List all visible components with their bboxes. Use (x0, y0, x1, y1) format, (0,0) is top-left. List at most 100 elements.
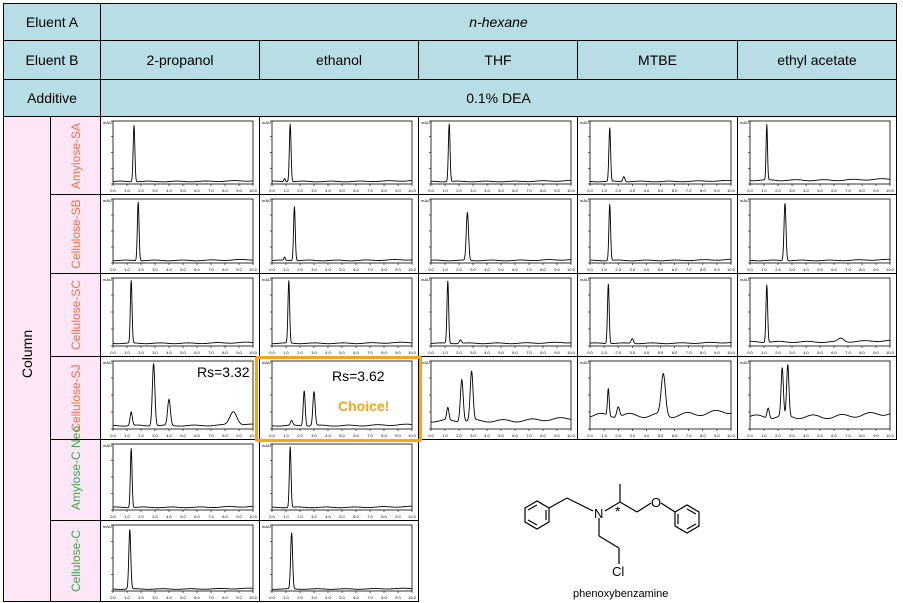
x-tick-label: 8.0 (859, 350, 865, 355)
x-tick-label: 8.0 (540, 433, 546, 438)
x-tick-label: 2.0 (456, 433, 462, 438)
x-tick-label: 7.0 (367, 595, 373, 600)
x-tick-label: 7.0 (208, 267, 214, 272)
chromatogram-trace (430, 123, 571, 183)
x-tick-label: 1.0 (442, 188, 448, 193)
phenoxybenzamine-structure: N O * Cl (524, 484, 700, 578)
x-tick-label: 10.0 (408, 188, 417, 193)
column-header-cell (3, 116, 51, 602)
x-tick-label: 2.0 (775, 188, 781, 193)
x-tick-label: 7.0 (686, 350, 692, 355)
x-tick-label: 6.0 (194, 350, 200, 355)
row-label-amylose-sa: Amylose-SA (50, 116, 101, 195)
x-tick-label: 2.0 (297, 267, 303, 272)
y-unit-label: mAU (580, 277, 589, 282)
x-tick-label: 3.0 (152, 595, 158, 600)
x-tick-label: 1.0 (283, 267, 289, 272)
x-tick-label: 9.0 (236, 514, 242, 519)
x-tick-label: 1.0 (601, 350, 607, 355)
x-tick-label: 4.0 (166, 188, 172, 193)
plot-frame (749, 360, 891, 430)
x-tick-label: 2.0 (456, 350, 462, 355)
x-tick-label: 2.0 (297, 595, 303, 600)
x-tick-label: 7.0 (686, 433, 692, 438)
plot-frame (271, 120, 413, 185)
plot-frame (112, 198, 254, 264)
x-tick-label: 3.0 (789, 188, 795, 193)
x-tick-label: 9.0 (873, 188, 879, 193)
x-tick-label: 7.0 (208, 350, 214, 355)
chromatogram-trace (112, 125, 254, 183)
x-tick-label: 9.0 (236, 595, 242, 600)
eluent-a-value: n-hexane (100, 3, 897, 41)
x-tick-label: 1.0 (601, 433, 607, 438)
x-tick-label: 10.0 (408, 267, 417, 272)
x-tick-label: 9.0 (236, 350, 242, 355)
x-tick-label: 1.0 (761, 267, 767, 272)
x-tick-label: 7.0 (367, 514, 373, 519)
x-tick-label: 4.0 (166, 514, 172, 519)
chromatogram-trace (589, 204, 732, 262)
x-tick-label: 9.0 (714, 267, 720, 272)
x-tick-label: 10.0 (249, 595, 258, 600)
x-tick-label: 0.0 (747, 350, 753, 355)
plot-frame (589, 277, 732, 347)
x-tick-label: 4.0 (325, 595, 331, 600)
y-unit-label: mAU (580, 120, 589, 125)
x-tick-label: 2.0 (297, 350, 303, 355)
x-tick-label: 0.0 (110, 188, 116, 193)
eluent-b-thf: THF (418, 40, 578, 80)
x-tick-label: 10.0 (249, 514, 258, 519)
x-tick-label: 9.0 (714, 433, 720, 438)
x-tick-label: 9.0 (395, 350, 401, 355)
atom-cl: Cl (612, 564, 624, 578)
x-tick-label: 9.0 (554, 433, 560, 438)
column-label: Column (19, 329, 35, 379)
x-tick-label: 8.0 (381, 350, 387, 355)
x-tick-label: 9.0 (395, 595, 401, 600)
x-tick-label: 0.0 (110, 595, 116, 600)
x-tick-label: 8.0 (700, 267, 706, 272)
stereo-center: * (615, 503, 621, 519)
plot-frame (749, 198, 891, 264)
x-tick-label: 9.0 (236, 188, 242, 193)
x-tick-label: 10.0 (886, 267, 895, 272)
y-unit-label: mAU (740, 360, 749, 365)
plot-frame (749, 120, 891, 185)
x-tick-label: 1.0 (442, 267, 448, 272)
x-tick-label: 1.0 (124, 595, 130, 600)
x-tick-label: 10.0 (567, 267, 576, 272)
x-tick-label: 2.0 (297, 433, 303, 438)
x-tick-label: 10.0 (567, 188, 576, 193)
rs-label-ethanol: Rs=3.62 (332, 368, 385, 384)
atom-n: N (594, 506, 603, 521)
x-tick-label: 4.0 (166, 267, 172, 272)
x-tick-label: 8.0 (381, 514, 387, 519)
chromatogram-trace (749, 124, 891, 182)
x-tick-label: 9.0 (395, 433, 401, 438)
x-tick-label: 9.0 (395, 188, 401, 193)
x-tick-label: 4.0 (803, 350, 809, 355)
x-tick-label: 0.0 (110, 350, 116, 355)
y-unit-label: mAU (103, 198, 112, 203)
x-tick-label: 5.0 (339, 595, 345, 600)
x-tick-label: 4.0 (166, 595, 172, 600)
x-tick-label: 5.0 (498, 433, 504, 438)
x-tick-label: 6.0 (831, 188, 837, 193)
x-tick-label: 4.0 (325, 188, 331, 193)
x-tick-label: 3.0 (311, 267, 317, 272)
x-tick-label: 0.0 (587, 350, 593, 355)
x-tick-label: 0.0 (110, 514, 116, 519)
